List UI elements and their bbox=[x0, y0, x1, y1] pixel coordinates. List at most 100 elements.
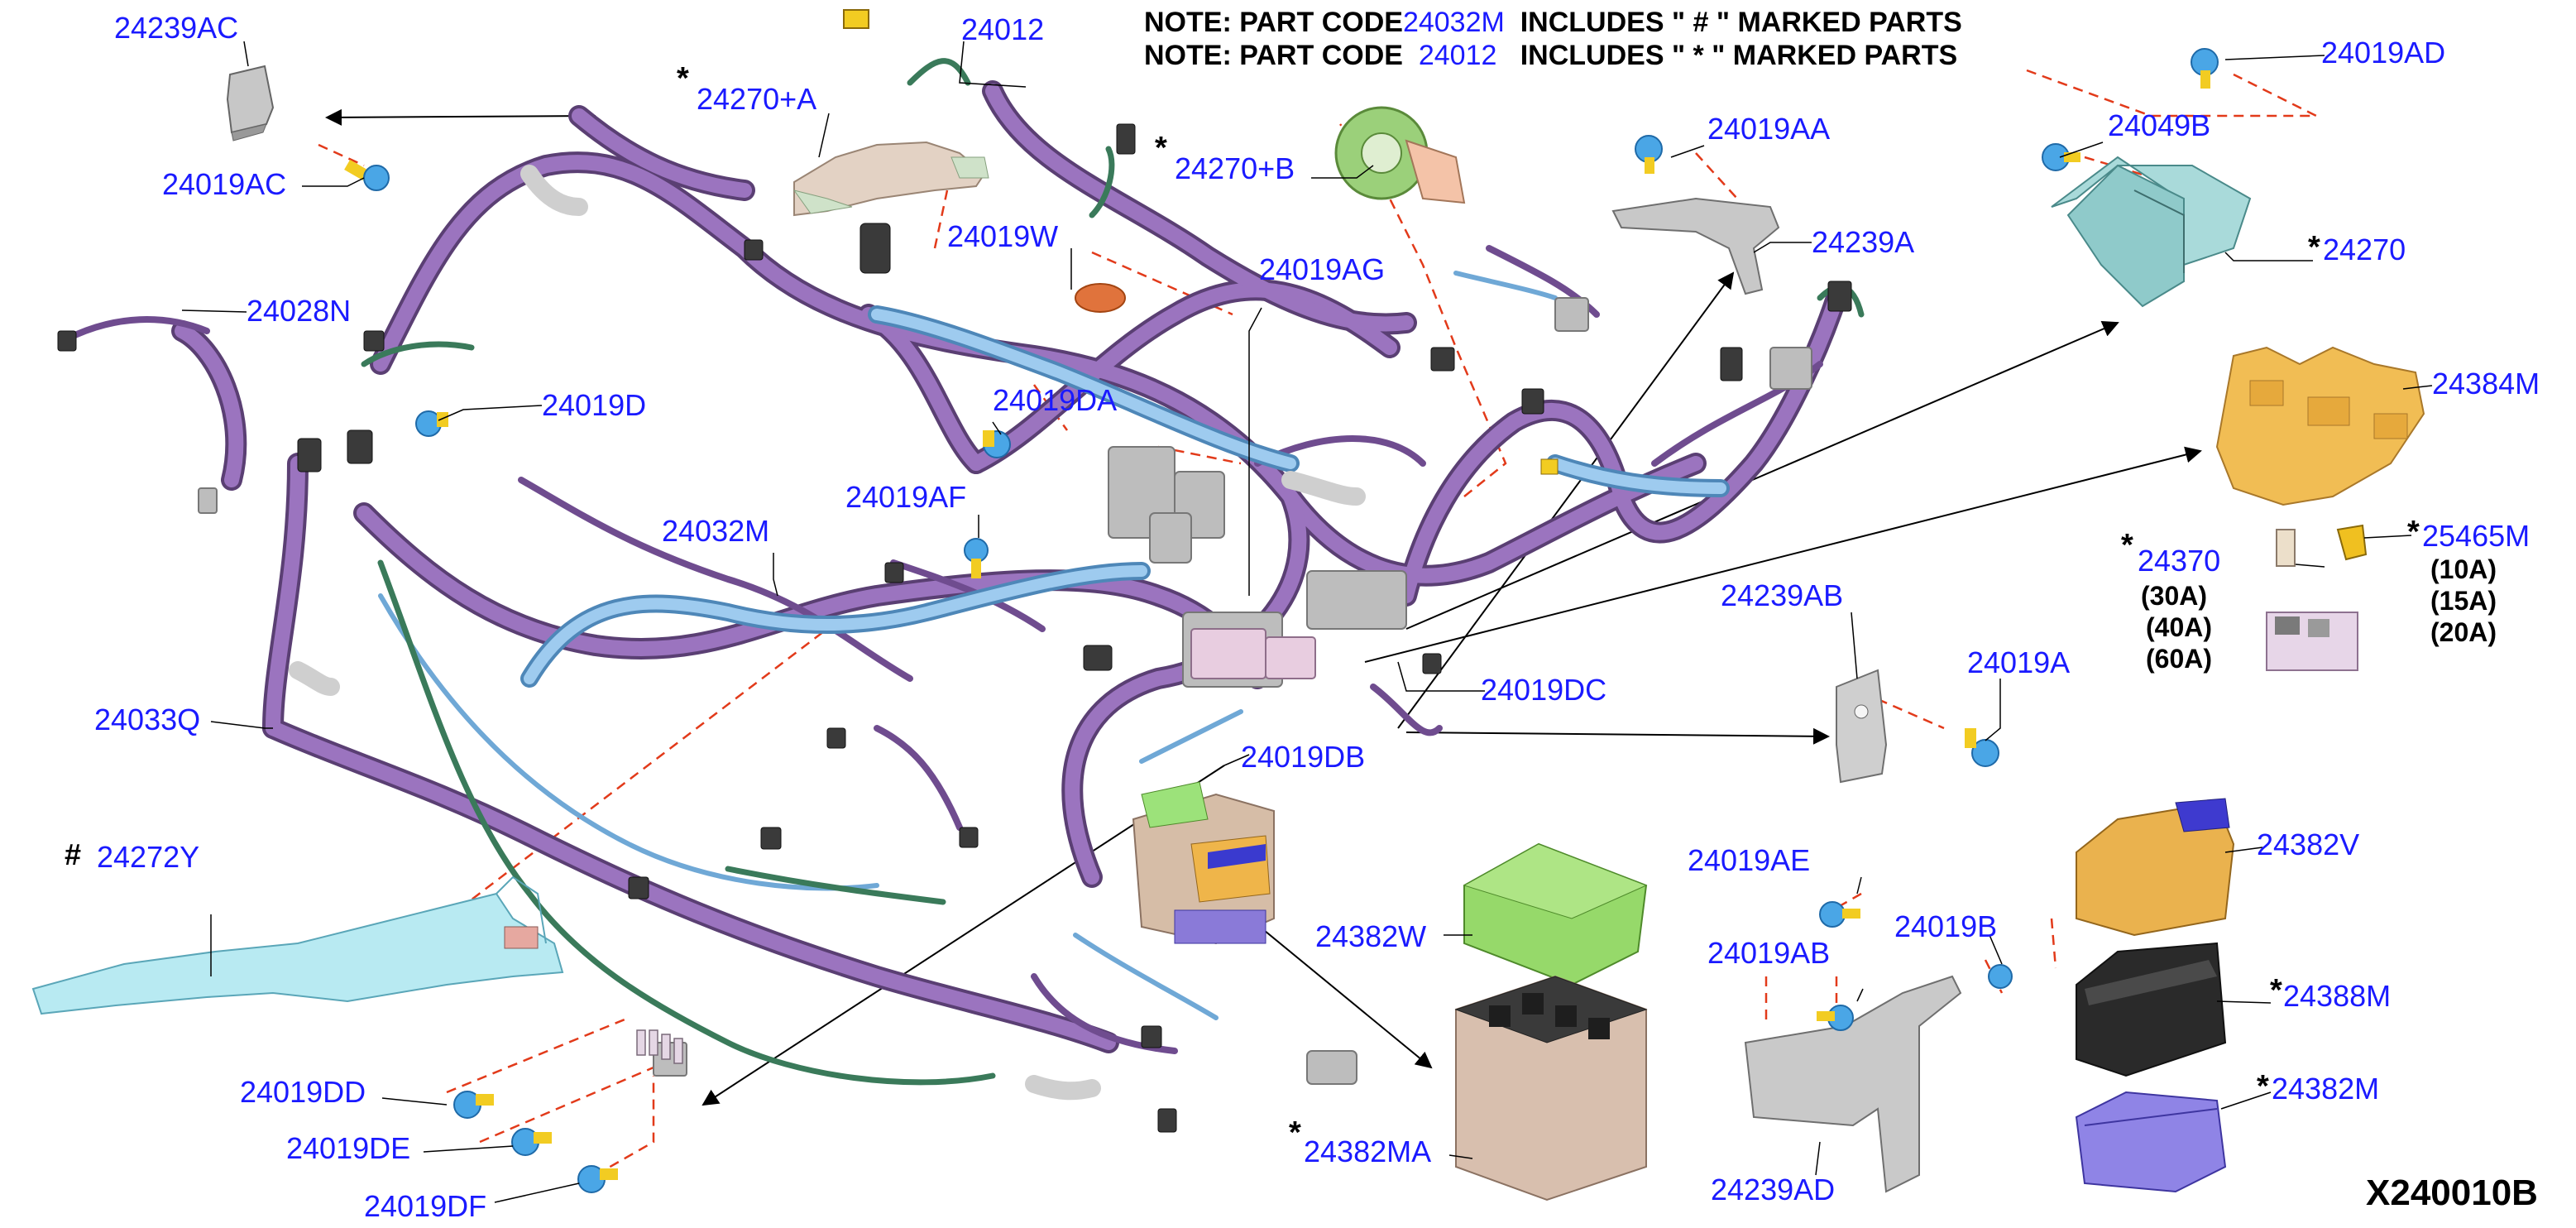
part-label-24033Q[interactable]: 24033Q bbox=[94, 703, 201, 736]
part-label-24370[interactable]: 24370 bbox=[2138, 544, 2221, 578]
bolt-24019A bbox=[1965, 728, 1999, 767]
star-marker: * bbox=[1155, 131, 1167, 165]
part-label-24019AE[interactable]: 24019AE bbox=[1688, 843, 1811, 877]
cover-24382W bbox=[1463, 842, 1648, 986]
bolt-24019AA bbox=[1635, 135, 1663, 174]
part-label-24019AG[interactable]: 24019AG bbox=[1259, 252, 1386, 286]
part-label-24270[interactable]: 24270 bbox=[2323, 233, 2406, 266]
part-label-24384M[interactable]: 24384M bbox=[2432, 367, 2540, 401]
part-label-24019DF[interactable]: 24019DF bbox=[364, 1189, 487, 1223]
bracket-24239AC bbox=[226, 65, 275, 142]
part-label-24382M[interactable]: 24382M bbox=[2272, 1072, 2380, 1106]
part-label-24019AA[interactable]: 24019AA bbox=[1707, 112, 1831, 146]
part-label-24382W[interactable]: 24382W bbox=[1315, 919, 1427, 953]
note-prefix: NOTE: PART CODE bbox=[1144, 40, 1403, 71]
part-label-24019DE[interactable]: 24019DE bbox=[286, 1131, 411, 1165]
part-label-25465M[interactable]: 25465M bbox=[2422, 519, 2531, 553]
part-label-24019AC[interactable]: 24019AC bbox=[162, 167, 287, 201]
bolt-24019AD bbox=[2191, 48, 2219, 89]
cover-24270A bbox=[792, 141, 989, 217]
bolt-small-yellow bbox=[1540, 458, 1559, 475]
note-suffix: INCLUDES " * " MARKED PARTS bbox=[1520, 40, 1958, 71]
cover-24382V bbox=[2076, 798, 2235, 937]
amperage-25465M-15A: (15A) bbox=[2430, 586, 2497, 616]
part-label-24239AD[interactable]: 24239AD bbox=[1711, 1173, 1836, 1206]
amperage-24370-40A: (40A) bbox=[2146, 612, 2213, 642]
bolt-24019D bbox=[415, 410, 448, 437]
arrow-leaders bbox=[325, 108, 2202, 1106]
part-label-24270A[interactable]: 24270+A bbox=[697, 82, 817, 116]
part-label-24012[interactable]: 24012 bbox=[961, 12, 1045, 46]
fusebox-main bbox=[1132, 781, 1275, 945]
note-code-link[interactable]: 24012 bbox=[1418, 40, 1497, 71]
star-marker: * bbox=[1289, 1115, 1301, 1150]
part-label-24388M[interactable]: 24388M bbox=[2283, 979, 2392, 1013]
amperage-24370-60A: (60A) bbox=[2146, 644, 2213, 674]
part-label-24019AD[interactable]: 24019AD bbox=[2321, 36, 2446, 70]
part-label-24032M[interactable]: 24032M bbox=[662, 514, 770, 548]
bolt-24019AF bbox=[964, 538, 989, 578]
part-label-24049B[interactable]: 24049B bbox=[2108, 108, 2211, 142]
bolt-24019DE bbox=[511, 1128, 552, 1156]
note-suffix: INCLUDES " # " MARKED PARTS bbox=[1520, 7, 1962, 38]
part-label-24239AC[interactable]: 24239AC bbox=[114, 11, 239, 45]
relay-block bbox=[2266, 612, 2358, 671]
part-label-24239AB[interactable]: 24239AB bbox=[1721, 578, 1844, 612]
bolt-24019AC bbox=[344, 159, 390, 191]
amperage-25465M-10A: (10A) bbox=[2430, 554, 2497, 584]
grommet-24019W bbox=[1075, 283, 1126, 313]
star-marker: * bbox=[2121, 528, 2133, 563]
part-label-24028N[interactable]: 24028N bbox=[247, 294, 352, 328]
part-label-24382V[interactable]: 24382V bbox=[2257, 827, 2360, 861]
part-label-24019DC[interactable]: 24019DC bbox=[1481, 673, 1607, 707]
bolt-24049B bbox=[2042, 143, 2080, 171]
part-label-24019W[interactable]: 24019W bbox=[947, 219, 1059, 253]
part-label-24019A[interactable]: 24019A bbox=[1967, 645, 2071, 679]
bolt-24019B bbox=[1988, 964, 2013, 989]
part-label-24019DD[interactable]: 24019DD bbox=[240, 1075, 366, 1109]
part-label-24019D[interactable]: 24019D bbox=[542, 388, 647, 422]
bolts bbox=[344, 9, 2219, 1193]
ring-24270B bbox=[1334, 106, 1466, 204]
star-marker: * bbox=[2407, 515, 2420, 549]
bracket-24239AB bbox=[1836, 669, 1888, 784]
box-24382M bbox=[2075, 1091, 2227, 1193]
bracket-24239AD bbox=[1744, 975, 1962, 1193]
part-label-24272Y[interactable]: 24272Y bbox=[97, 840, 200, 874]
bolt-24019AB bbox=[1817, 1005, 1854, 1031]
part-label-24019B[interactable]: 24019B bbox=[1894, 909, 1998, 943]
note-line-1: NOTE: PART CODE24032M INCLUDES " # " MAR… bbox=[1144, 8, 1962, 36]
star-marker: * bbox=[2257, 1069, 2269, 1104]
note-prefix: NOTE: PART CODE bbox=[1144, 7, 1403, 38]
bolt-24019DF bbox=[577, 1165, 618, 1193]
box-24382MA bbox=[1454, 975, 1648, 1202]
diagram-id: X240010B bbox=[2366, 1173, 2538, 1213]
bolt-24019DD bbox=[453, 1091, 494, 1119]
star-marker: * bbox=[2308, 230, 2320, 265]
amperage-25465M-20A: (20A) bbox=[2430, 617, 2497, 647]
part-label-24019AB[interactable]: 24019AB bbox=[1707, 936, 1831, 970]
part-label-24239A[interactable]: 24239A bbox=[1812, 225, 1915, 259]
harness-main-purple bbox=[63, 58, 1865, 1101]
bracket-24272Y bbox=[31, 875, 564, 1015]
note-line-2: NOTE: PART CODE 24012 INCLUDES " * " MAR… bbox=[1144, 41, 1957, 70]
bolt-24019DA bbox=[983, 430, 1011, 458]
label-leaders bbox=[181, 41, 2433, 1203]
bracket-24239A bbox=[1611, 197, 1780, 295]
part-label-24270B[interactable]: 24270+B bbox=[1175, 151, 1295, 185]
part-label-24019DB[interactable]: 24019DB bbox=[1241, 740, 1366, 774]
star-marker: * bbox=[2270, 973, 2282, 1008]
part-label-24382MA[interactable]: 24382MA bbox=[1304, 1134, 1432, 1168]
clip-cluster bbox=[636, 1029, 683, 1064]
part-label-24019AF[interactable]: 24019AF bbox=[845, 480, 967, 514]
fuse-25465M bbox=[2336, 524, 2368, 561]
fusebox-24384M bbox=[2215, 346, 2425, 506]
amperage-24370-30A: (30A) bbox=[2141, 581, 2208, 611]
part-label-24019DA[interactable]: 24019DA bbox=[993, 383, 1118, 417]
note-code-link[interactable]: 24032M bbox=[1402, 7, 1505, 38]
hash-marker: # bbox=[65, 837, 82, 871]
box-24388M bbox=[2076, 942, 2227, 1077]
star-marker: * bbox=[677, 61, 689, 96]
pink-connectors bbox=[1190, 628, 1316, 679]
